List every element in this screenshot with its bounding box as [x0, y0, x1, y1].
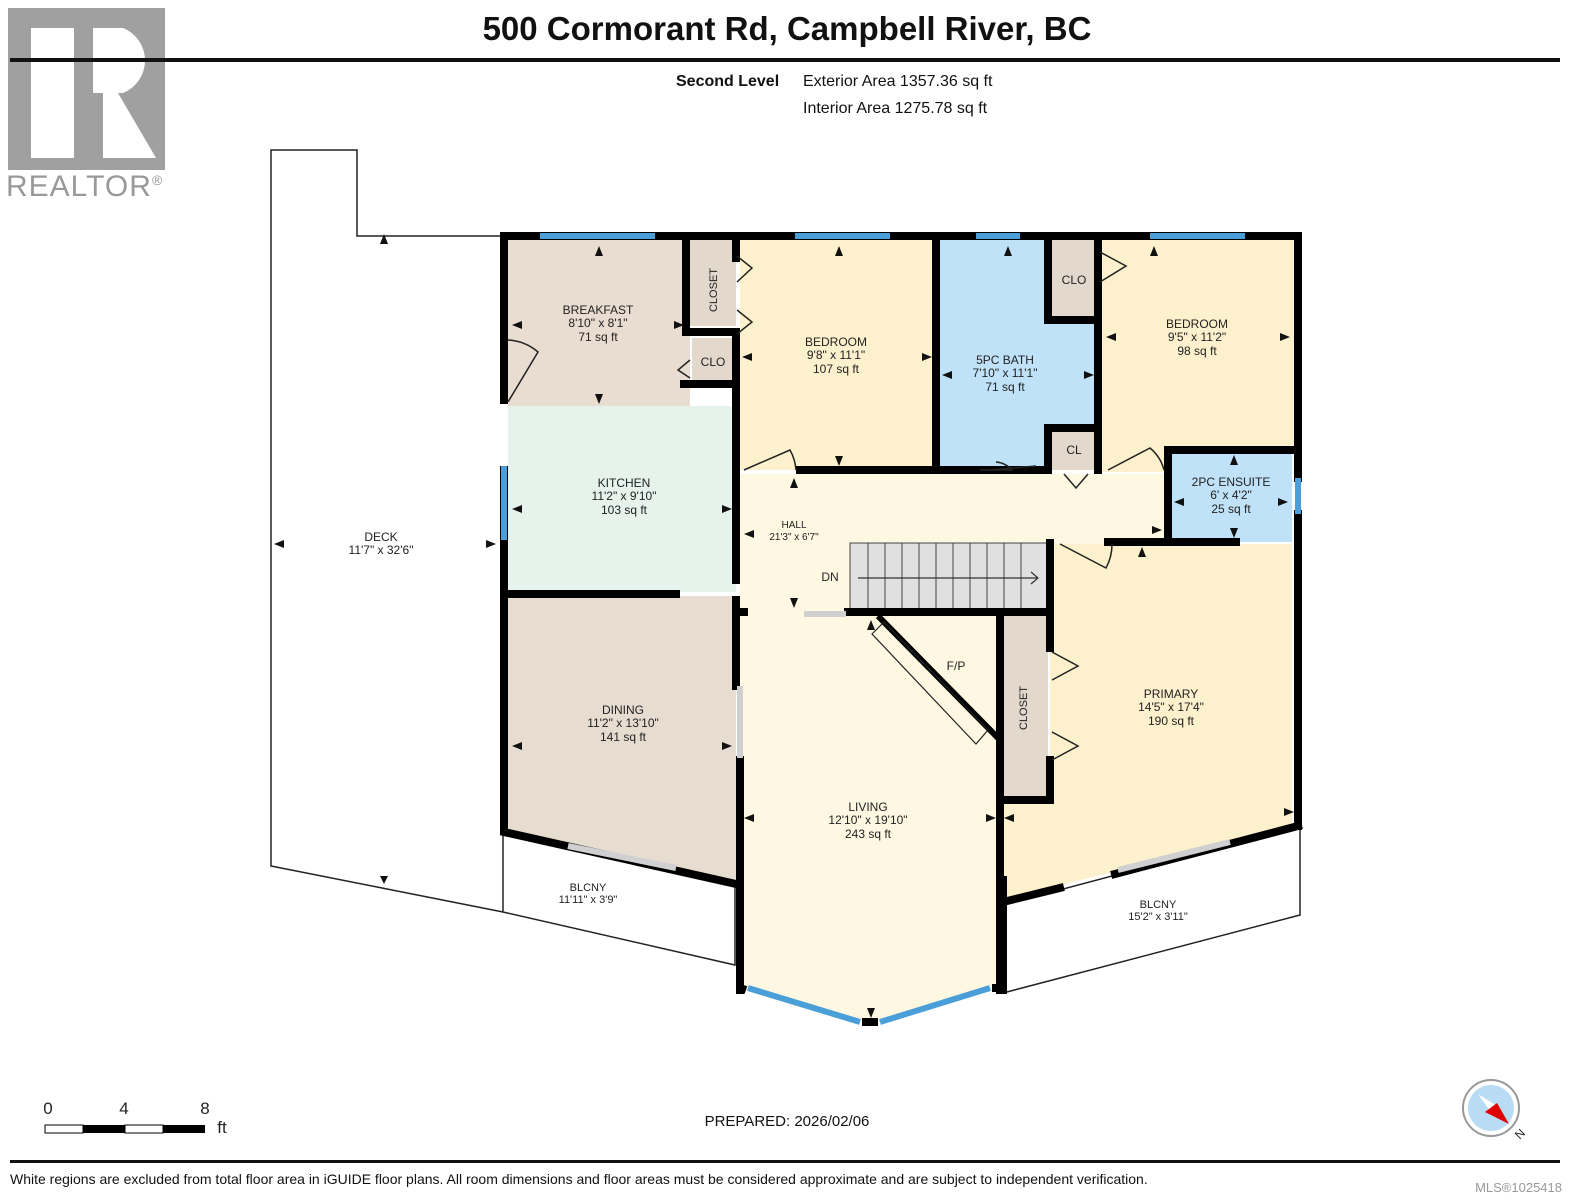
- fireplace: [871, 613, 1003, 745]
- room-clo-1: [692, 338, 734, 380]
- footer-divider: [10, 1160, 1560, 1163]
- dimension-markers: [274, 234, 1294, 1018]
- room-closet-1: [690, 240, 736, 326]
- stairs: [849, 542, 1049, 612]
- closet-1-label: CLOSET: [708, 268, 720, 312]
- windows: [501, 233, 1301, 1025]
- fireplace-label: F/P: [947, 659, 966, 673]
- header-divider: [10, 58, 1560, 62]
- room-clo-2: [1050, 240, 1098, 320]
- cl-label: CL: [1066, 443, 1082, 457]
- room-2pc-ensuite: [1170, 452, 1292, 542]
- deck: [270, 149, 504, 913]
- scale-tick-4: 4: [119, 1099, 128, 1118]
- interior-area: Interior Area 1275.78 sq ft: [803, 100, 988, 117]
- scale-tick-0: 0: [43, 1099, 52, 1118]
- room-primary: [1003, 544, 1292, 900]
- room-living: [740, 614, 1000, 1026]
- room-breakfast: [508, 240, 690, 406]
- room-bedroom-1: [740, 240, 934, 470]
- room-dining: [508, 596, 736, 880]
- realtor-wordmark: REALTOR®: [6, 170, 164, 203]
- stairs-down-label: DN: [821, 570, 838, 584]
- room-cl: [1050, 430, 1098, 470]
- room-closet-2: [1004, 616, 1048, 800]
- compass-icon: N: [1462, 1079, 1528, 1142]
- scale-bar: 0 4 8 ft: [43, 1099, 227, 1137]
- scale-tick-8: 8: [200, 1099, 209, 1118]
- clo-2-label: CLO: [1062, 273, 1087, 287]
- exterior-area: Exterior Area 1357.36 sq ft: [803, 73, 993, 90]
- disclaimer: White regions are excluded from total fl…: [10, 1171, 1148, 1187]
- room-bedroom-2: [1102, 240, 1294, 448]
- level-label: Second Level: [676, 73, 780, 90]
- clo-1-label: CLO: [701, 355, 726, 369]
- closet-2-label: CLOSET: [1018, 686, 1030, 730]
- page-title: 500 Cormorant Rd, Campbell River, BC: [482, 10, 1092, 47]
- mls-number: MLS®1025418: [1475, 1180, 1562, 1195]
- scale-unit: ft: [217, 1118, 227, 1137]
- prepared-date: PREPARED: 2026/02/06: [704, 1113, 870, 1130]
- room-kitchen: [508, 406, 736, 592]
- doors: [507, 251, 1165, 761]
